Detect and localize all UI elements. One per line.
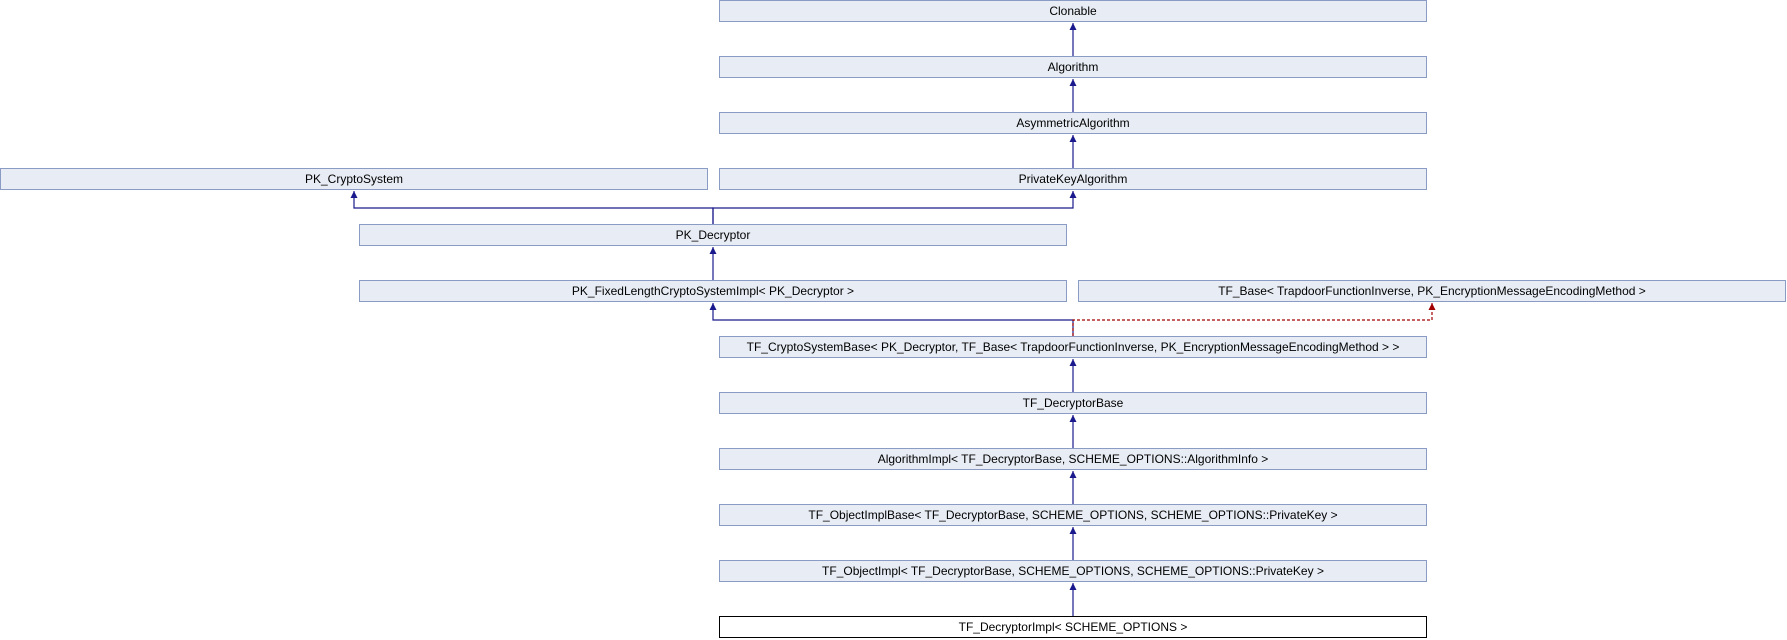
edge-arrowhead	[709, 303, 717, 310]
node-label: Clonable	[1049, 4, 1097, 18]
edge-arrowhead	[709, 247, 717, 254]
node-private-key-algorithm[interactable]: PrivateKeyAlgorithm	[719, 168, 1427, 190]
node-label: TF_CryptoSystemBase< PK_Decryptor, TF_Ba…	[746, 340, 1400, 354]
edge-arrowhead	[1069, 135, 1077, 142]
node-tf-base[interactable]: TF_Base< TrapdoorFunctionInverse, PK_Enc…	[1078, 280, 1786, 302]
node-tf-decryptor-base[interactable]: TF_DecryptorBase	[719, 392, 1427, 414]
edge-arrowhead	[1069, 23, 1077, 30]
node-label: PK_FixedLengthCryptoSystemImpl< PK_Decry…	[571, 284, 855, 298]
edge-arrowhead	[1069, 471, 1077, 478]
node-pk-decryptor[interactable]: PK_Decryptor	[359, 224, 1067, 246]
node-tf-object-impl[interactable]: TF_ObjectImpl< TF_DecryptorBase, SCHEME_…	[719, 560, 1427, 582]
node-clonable[interactable]: Clonable	[719, 0, 1427, 22]
node-label: TF_ObjectImplBase< TF_DecryptorBase, SCH…	[808, 508, 1338, 522]
node-label: TF_ObjectImpl< TF_DecryptorBase, SCHEME_…	[822, 564, 1324, 578]
node-algorithm[interactable]: Algorithm	[719, 56, 1427, 78]
node-label: AlgorithmImpl< TF_DecryptorBase, SCHEME_…	[877, 452, 1269, 466]
edge-arrowhead	[1069, 527, 1077, 534]
edge-arrowhead	[1428, 303, 1436, 310]
edge-pk_decryptor-to-pk_cryptosystem	[353, 191, 714, 224]
node-label: TF_DecryptorImpl< SCHEME_OPTIONS >	[958, 620, 1188, 634]
edge-arrowhead	[1069, 191, 1077, 198]
edge-arrowhead	[1069, 359, 1077, 366]
node-asymmetric-algorithm[interactable]: AsymmetricAlgorithm	[719, 112, 1427, 134]
node-tf-object-impl-base[interactable]: TF_ObjectImplBase< TF_DecryptorBase, SCH…	[719, 504, 1427, 526]
node-label: PK_Decryptor	[675, 228, 751, 242]
node-pk-fixed-length-cryptosystem-impl[interactable]: PK_FixedLengthCryptoSystemImpl< PK_Decry…	[359, 280, 1067, 302]
node-label: PrivateKeyAlgorithm	[1018, 172, 1128, 186]
node-label: TF_DecryptorBase	[1022, 396, 1124, 410]
node-label: AsymmetricAlgorithm	[1016, 116, 1130, 130]
node-label: PK_CryptoSystem	[304, 172, 404, 186]
edge-arrowhead	[350, 191, 358, 198]
edge-arrowhead	[1069, 415, 1077, 422]
edge-tf_cryptosystem_base-to-pk_fixed_length	[712, 303, 1074, 336]
edge-arrowhead	[1069, 583, 1077, 590]
node-tf-decryptor-impl-current[interactable]: TF_DecryptorImpl< SCHEME_OPTIONS >	[719, 616, 1427, 638]
edge-arrowhead	[1069, 79, 1077, 86]
node-label: Algorithm	[1047, 60, 1099, 74]
edge-tf_cryptosystem_base-to-tf_base	[1072, 303, 1433, 336]
node-label: TF_Base< TrapdoorFunctionInverse, PK_Enc…	[1218, 284, 1646, 298]
node-algorithm-impl[interactable]: AlgorithmImpl< TF_DecryptorBase, SCHEME_…	[719, 448, 1427, 470]
node-tf-cryptosystem-base[interactable]: TF_CryptoSystemBase< PK_Decryptor, TF_Ba…	[719, 336, 1427, 358]
node-pk-cryptosystem[interactable]: PK_CryptoSystem	[0, 168, 708, 190]
edge-pk_decryptor-to-private_key_algorithm	[712, 191, 1074, 224]
